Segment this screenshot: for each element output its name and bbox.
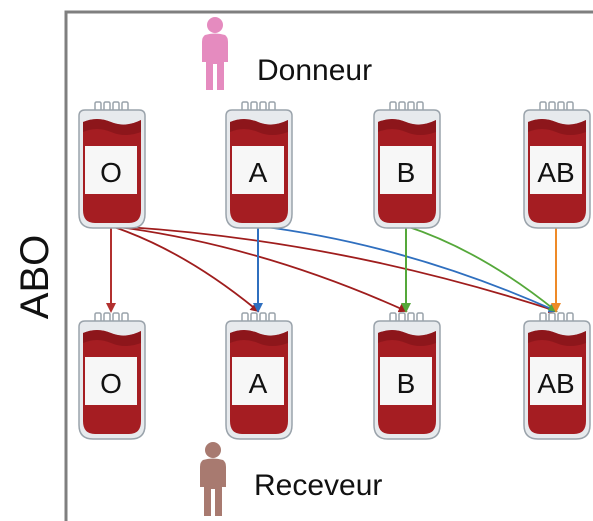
donor-bag-ab: AB bbox=[523, 101, 591, 229]
recipient-bag-type-label: A bbox=[249, 368, 268, 399]
recipient-bag-a: A bbox=[225, 312, 293, 440]
recipient-bag-type-label: B bbox=[397, 368, 416, 399]
donor-bag-type-label: B bbox=[397, 157, 416, 188]
recipient-icon bbox=[200, 442, 226, 516]
arrow-o-to-ab bbox=[110, 225, 558, 314]
donor-label: Donneur bbox=[257, 54, 372, 87]
recipient-label: Receveur bbox=[254, 469, 382, 502]
arrow-b-to-ab bbox=[405, 225, 558, 313]
recipient-bag-ab: AB bbox=[523, 312, 591, 440]
donor-icon bbox=[202, 17, 228, 90]
frame-border bbox=[64, 10, 593, 521]
axis-label-abo: ABO bbox=[13, 235, 57, 319]
donor-bag-b: B bbox=[373, 101, 441, 229]
recipient-bag-type-label: O bbox=[100, 368, 122, 399]
arrow-o-to-a bbox=[110, 225, 260, 313]
recipient-bag-o: O bbox=[78, 312, 146, 440]
donor-bag-a: A bbox=[225, 101, 293, 229]
donor-bag-o: O bbox=[78, 101, 146, 229]
donor-bag-type-label: O bbox=[100, 157, 122, 188]
recipient-bag-b: B bbox=[373, 312, 441, 440]
recipient-bag-type-label: AB bbox=[537, 368, 574, 399]
compatibility-arrows bbox=[106, 225, 561, 314]
donor-bag-type-label: A bbox=[249, 157, 268, 188]
donor-bag-type-label: AB bbox=[537, 157, 574, 188]
